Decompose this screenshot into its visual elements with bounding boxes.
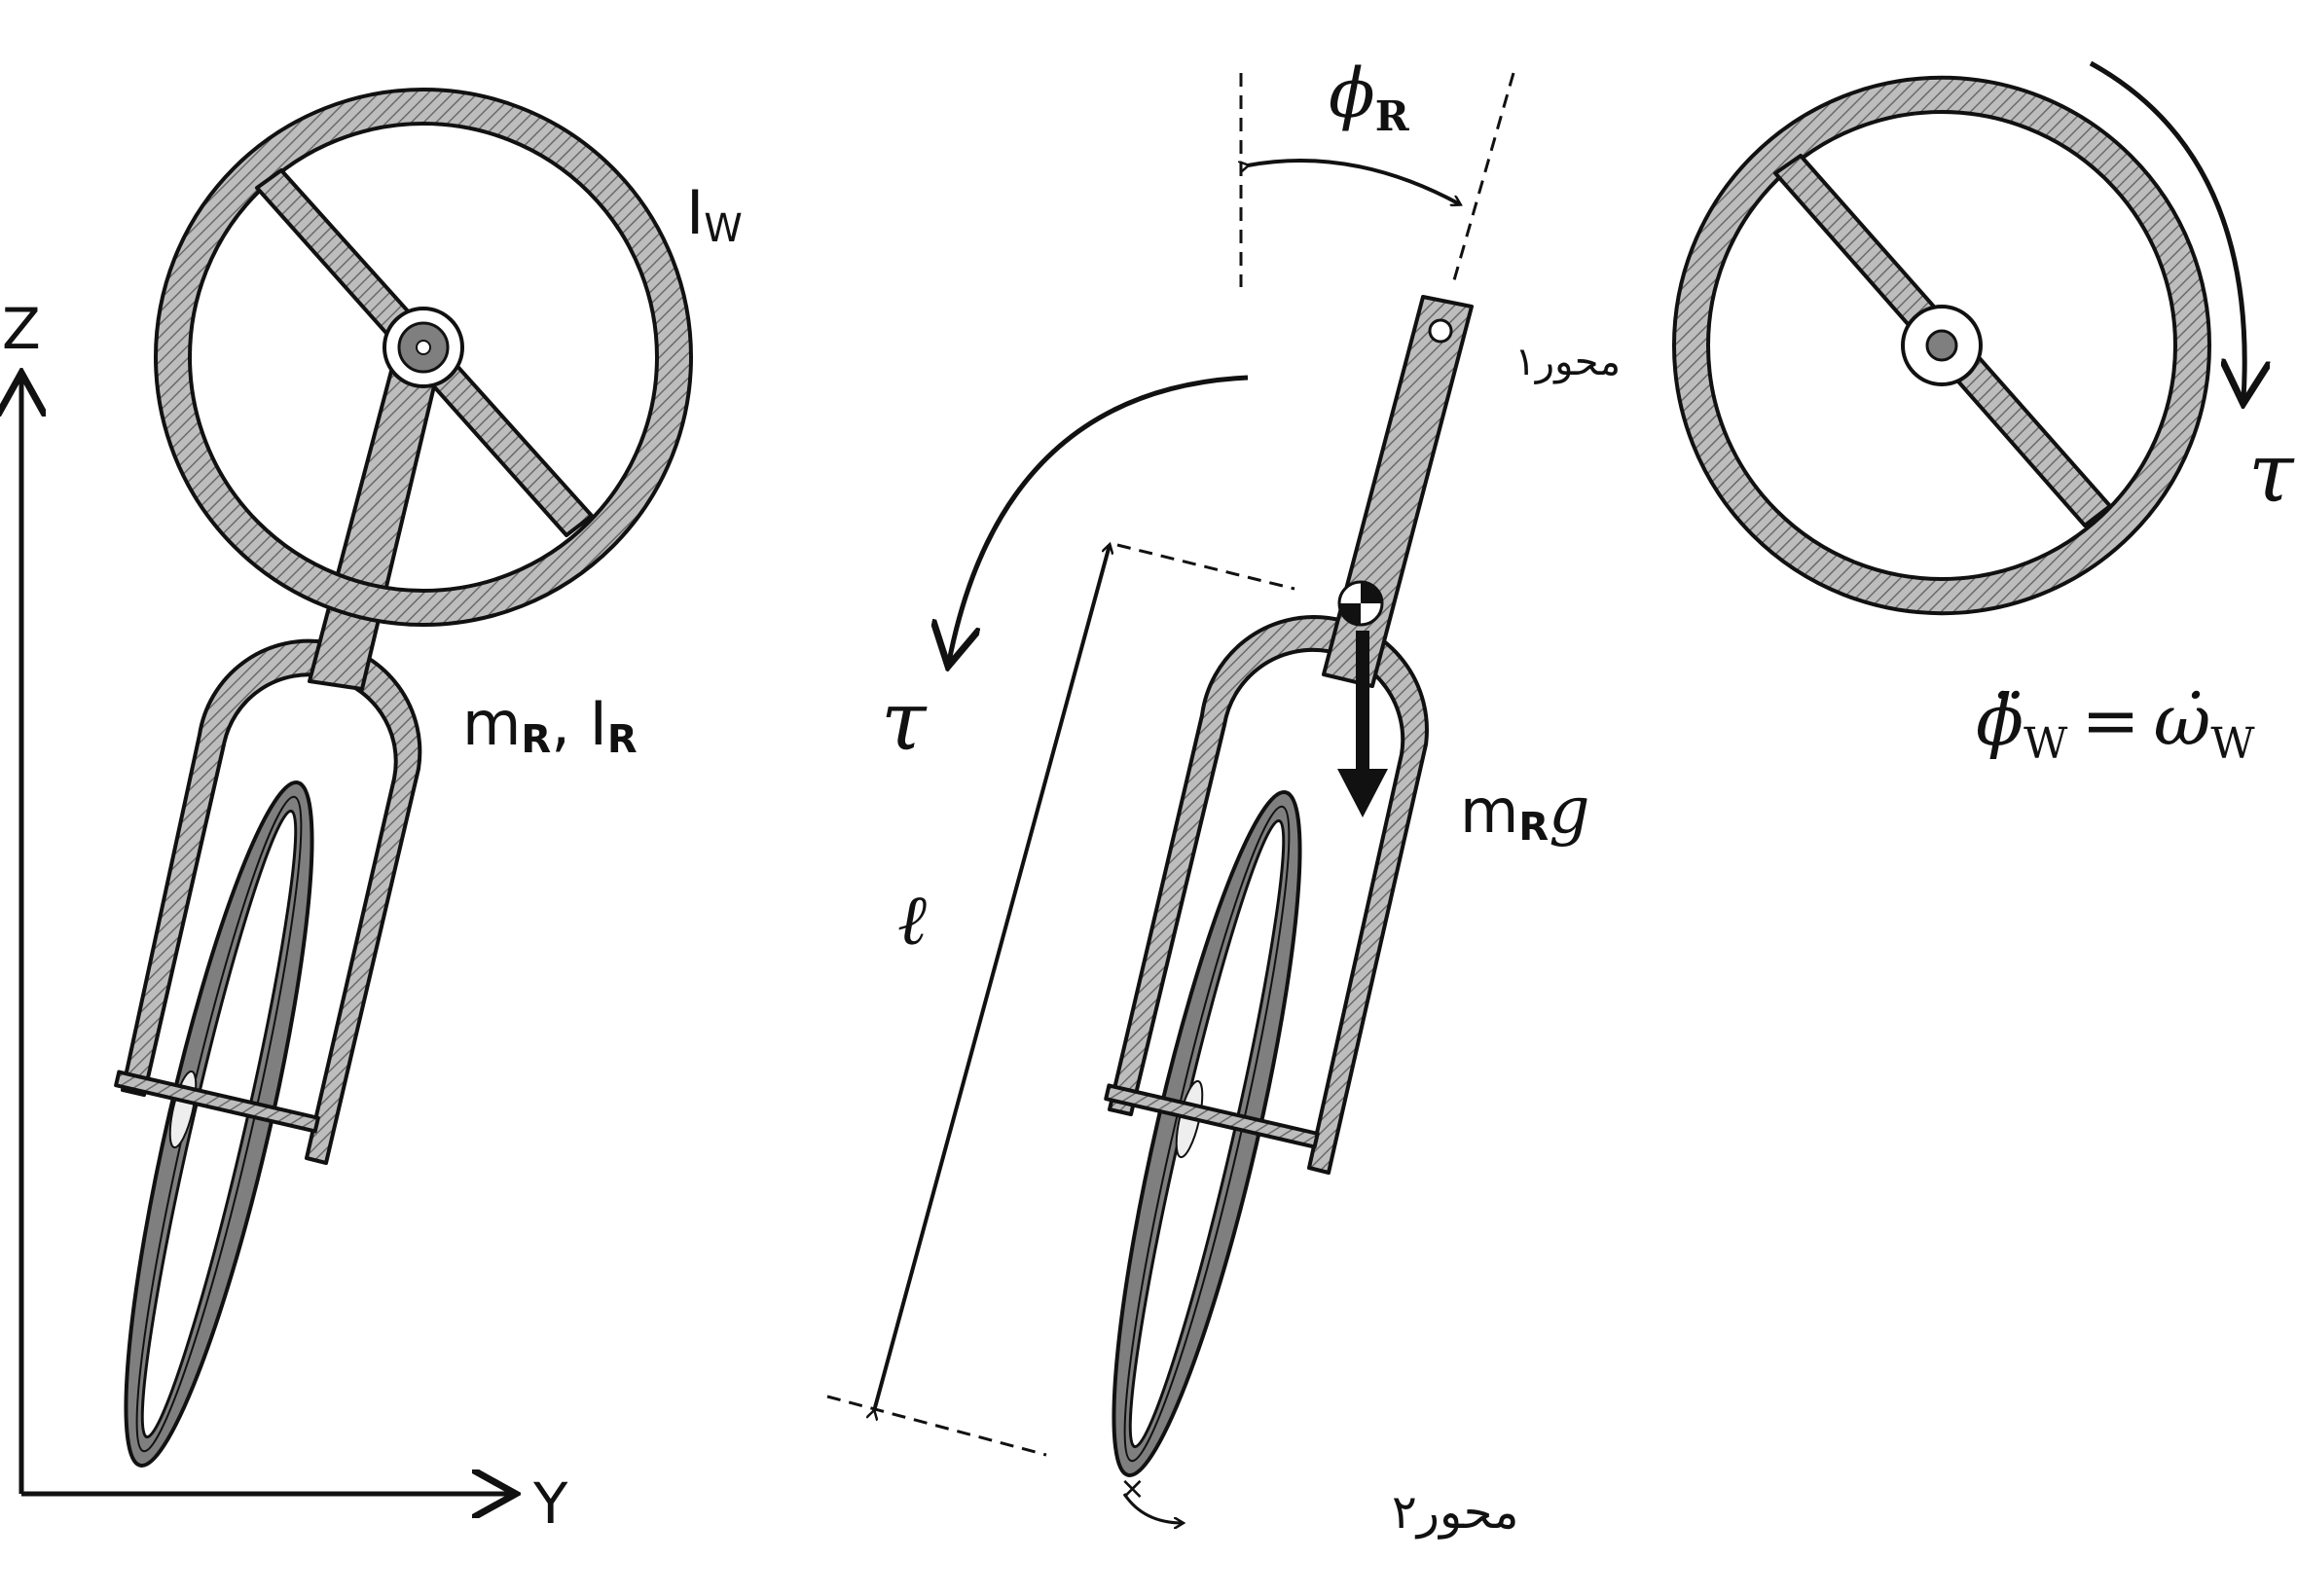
middle-unicycle-fork xyxy=(1108,615,1429,1175)
left-unicycle-fork xyxy=(121,638,422,1165)
gravity-label: mRg xyxy=(1460,773,1589,850)
right-torque-label: τ xyxy=(2248,425,2295,521)
flywheel-torque-arrow xyxy=(2089,60,2244,399)
length-top-extension xyxy=(1116,543,1295,591)
y-axis-label: Y xyxy=(532,1470,568,1537)
axis1-label: محور۱ xyxy=(1514,340,1621,384)
phi-label: ϕR xyxy=(1329,54,1410,140)
axis2-pointer xyxy=(1122,1493,1183,1523)
center-of-mass-marker xyxy=(1337,580,1384,627)
z-axis-label: Z xyxy=(2,296,41,362)
left-flywheel xyxy=(154,88,693,627)
left-unicycle-axle xyxy=(114,1070,320,1134)
torque-curved-arrow xyxy=(949,375,1249,662)
left-unicycle: IW mR, IR xyxy=(114,88,743,1468)
right-flywheel-panel: τ ϕ̈W=ω̇W xyxy=(1672,60,2295,769)
length-bottom-extension xyxy=(826,1395,1047,1457)
axis2-point-marker: × xyxy=(1119,1469,1146,1506)
pivot-hole-axis1 xyxy=(1428,318,1453,344)
middle-torque-label: τ xyxy=(881,673,928,769)
pendulum-link xyxy=(1322,295,1474,688)
middle-pendulum: ϕR τ ℓ mRg xyxy=(826,54,1621,1540)
wheel-inertia-label: IW xyxy=(686,177,743,251)
middle-unicycle-axle xyxy=(1104,1083,1320,1149)
left-unicycle-stem xyxy=(308,354,440,691)
length-label: ℓ xyxy=(897,879,927,961)
middle-unicycle-wheel xyxy=(1112,790,1302,1477)
tilted-reference-line xyxy=(1450,72,1515,288)
length-dimension-arrow xyxy=(874,545,1110,1411)
coordinate-axes: Z Y xyxy=(2,296,568,1537)
axis2-label: محور۲ xyxy=(1392,1485,1518,1540)
right-flywheel xyxy=(1672,76,2211,615)
gravity-arrow-head xyxy=(1337,769,1388,817)
flywheel-equation: ϕ̈W=ω̇W xyxy=(1976,679,2255,769)
phi-angle-arrow xyxy=(1248,159,1460,204)
mass-inertia-label: mR, IR xyxy=(462,688,638,762)
left-unicycle-wheel xyxy=(124,780,314,1468)
